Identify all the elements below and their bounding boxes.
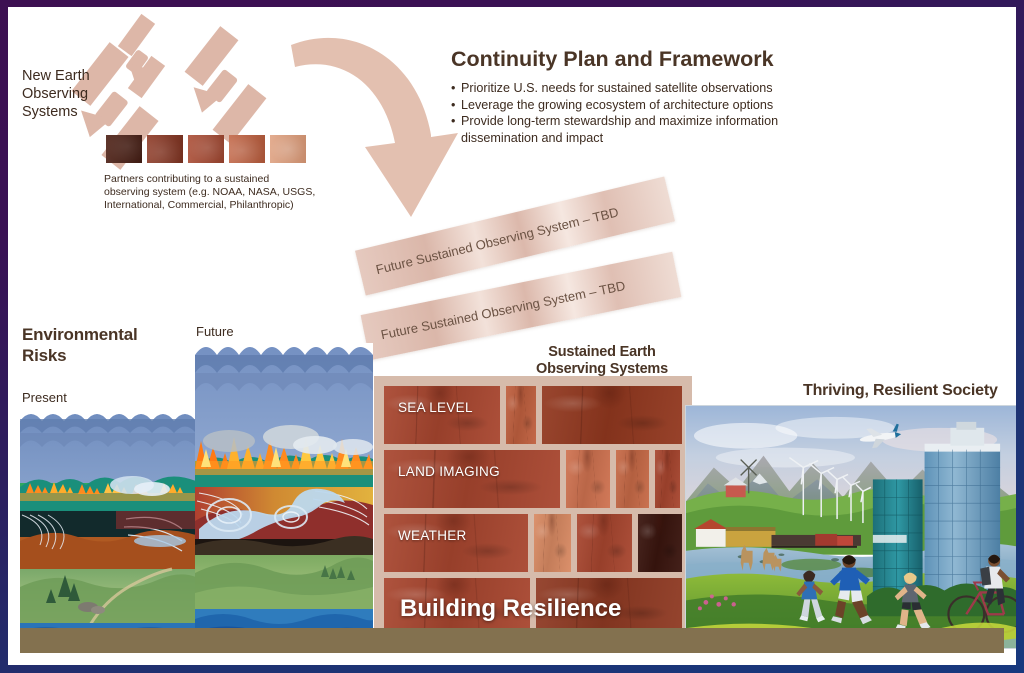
brick-label: WEATHER — [398, 528, 467, 543]
brick-row: SEA LEVEL — [384, 386, 682, 444]
airplane-icon — [859, 423, 902, 449]
bullet-text-continued: dissemination and impact — [461, 130, 604, 145]
brick-filler — [637, 514, 682, 572]
brick-row: WEATHER — [384, 514, 682, 572]
curved-down-arrow-icon — [291, 37, 458, 218]
thriving-resilient-society-heading: Thriving, Resilient Society — [803, 382, 998, 399]
brick-filler — [566, 450, 610, 508]
brick-row — [384, 578, 682, 633]
caption-line: observing system (e.g. NOAA, NASA, USGS, — [104, 186, 316, 198]
brick-filler — [577, 514, 632, 572]
deer-icon — [740, 544, 782, 572]
brick-land-imaging: LAND IMAGING — [384, 450, 560, 508]
wildflowers — [697, 594, 736, 611]
heading-line: Risks — [22, 346, 67, 365]
future-label: Future — [196, 324, 234, 339]
heading-line: Environmental — [22, 325, 138, 344]
bullet-item: • Leverage the growing ecosystem of arch… — [451, 97, 851, 114]
brick-filler — [616, 450, 649, 508]
caption-line: International, Commercial, Philanthropic… — [104, 199, 294, 211]
wind-turbine-group — [788, 456, 872, 524]
label-line: Observing — [22, 86, 89, 102]
partner-swatch — [188, 135, 224, 163]
partner-color-swatches — [106, 135, 306, 163]
brick-label: LAND IMAGING — [398, 464, 500, 479]
brick-filler — [533, 514, 572, 572]
partner-swatch — [147, 135, 183, 163]
heading-line: Observing Systems — [536, 361, 668, 377]
page-title: Continuity Plan and Framework — [451, 47, 774, 71]
windmill-icon — [740, 459, 758, 494]
brick-sea-level: SEA LEVEL — [384, 386, 501, 444]
runner-girl — [796, 570, 826, 623]
new-earth-observing-systems-label: New Earth Observing Systems — [22, 67, 90, 121]
brick-building-resilience-right — [536, 578, 682, 633]
label-line: Systems — [22, 104, 78, 120]
title-block: Continuity Plan and Framework • Prioriti… — [451, 47, 851, 146]
train-icon — [771, 533, 861, 548]
bottom-accent-bar — [20, 628, 1004, 653]
bullet-text: Leverage the growing ecosystem of archit… — [461, 97, 774, 112]
bullet-item: • Prioritize U.S. needs for sustained sa… — [451, 80, 851, 97]
brick-wall: SEA LEVEL LAND IMAGING WEATHER — [374, 376, 692, 649]
label-line: New Earth — [22, 68, 90, 84]
building-resilience-label: Building Resilience — [400, 595, 622, 622]
partner-swatch — [270, 135, 306, 163]
bullet-text: Provide long-term stewardship and maximi… — [461, 114, 779, 129]
bullet-text: Prioritize U.S. needs for sustained sate… — [461, 81, 773, 95]
thriving-society-illustration — [685, 405, 1016, 649]
brick-filler — [541, 386, 682, 444]
future-environment-illustration — [195, 343, 373, 649]
runner-man-blue — [830, 555, 872, 625]
brick-building-resilience-left — [384, 578, 530, 633]
cyclist — [947, 554, 1016, 634]
bullet-dot-icon: • — [451, 114, 456, 129]
brick-filler — [655, 450, 680, 508]
heading-line: Sustained Earth — [548, 344, 656, 360]
brick-label: SEA LEVEL — [398, 400, 473, 415]
barn-icon — [723, 477, 748, 498]
bullet-dot-icon: • — [451, 97, 456, 112]
bullet-dot-icon: • — [451, 81, 456, 95]
present-environment-illustration — [20, 411, 196, 649]
bullet-item: • Provide long-term stewardship and maxi… — [451, 113, 851, 146]
brick-filler — [506, 386, 536, 444]
partner-swatch — [106, 135, 142, 163]
partners-caption: Partners contributing to a sustained obs… — [104, 173, 349, 212]
caption-line: Partners contributing to a sustained — [104, 173, 270, 185]
sustained-earth-observing-systems-heading: Sustained Earth Observing Systems — [517, 344, 687, 378]
infographic-canvas: New Earth Observing Systems Partners con… — [8, 7, 1016, 665]
partner-swatch — [229, 135, 265, 163]
present-label: Present — [22, 390, 67, 405]
farmhouse-icon — [693, 519, 776, 547]
brick-row: LAND IMAGING — [384, 450, 682, 508]
environmental-risks-heading: Environmental Risks — [22, 324, 138, 366]
brick-weather: WEATHER — [384, 514, 528, 572]
